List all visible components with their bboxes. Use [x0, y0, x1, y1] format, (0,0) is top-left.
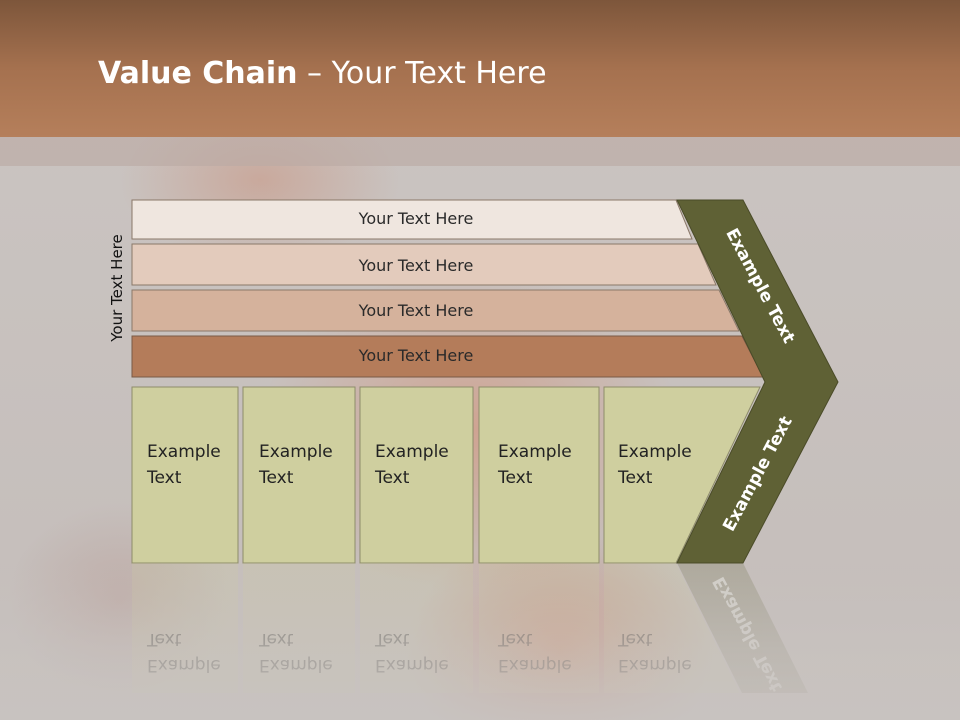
bar-3[interactable]	[131, 289, 740, 332]
box-2-reflection: Example Text	[259, 626, 333, 678]
box-5-reflection-line1: Example	[618, 655, 692, 675]
box-4-line1: Example	[498, 442, 572, 462]
box-2-reflection-line2: Text	[259, 629, 294, 649]
bar-1[interactable]	[131, 199, 693, 240]
box-5-line1: Example	[618, 442, 692, 462]
box-2-line1: Example	[259, 442, 333, 462]
bar-3-label: Your Text Here	[358, 301, 474, 320]
header-bar	[0, 0, 960, 137]
box-5-reflection-line2: Text	[618, 629, 653, 649]
box-3-reflection: Example Text	[375, 626, 449, 678]
box-5-line2: Text	[618, 468, 653, 488]
box-3-line1: Example	[375, 442, 449, 462]
box-1-line1: Example	[147, 442, 221, 462]
box-1-reflection-line1: Example	[147, 655, 221, 675]
box-4-reflection-line2: Text	[498, 629, 533, 649]
box-4-reflection: Example Text	[498, 626, 572, 678]
header-band	[0, 137, 960, 166]
box-3-line2: Text	[375, 468, 410, 488]
box-1-reflection-line2: Text	[147, 629, 182, 649]
box-4[interactable]	[478, 386, 600, 564]
box-1-reflection: Example Text	[147, 626, 221, 678]
bar-2-label: Your Text Here	[358, 256, 474, 275]
box-5-reflection: Example Text	[618, 626, 692, 678]
bar-2[interactable]	[131, 243, 717, 286]
bar-4-label: Your Text Here	[358, 346, 474, 365]
box-1-line2: Text	[147, 468, 182, 488]
title-rest: – Your Text Here	[297, 56, 547, 91]
title-bold: Value Chain	[98, 56, 298, 91]
box-1[interactable]	[131, 386, 239, 564]
slide-title: Value Chain – Your Text Here	[98, 52, 547, 96]
box-3-reflection-line1: Example	[375, 655, 449, 675]
box-3-reflection-line2: Text	[375, 629, 410, 649]
box-2-line2: Text	[259, 468, 294, 488]
box-3[interactable]	[359, 386, 474, 564]
bar-1-label: Your Text Here	[358, 209, 474, 228]
box-4-line2: Text	[498, 468, 533, 488]
box-2-reflection-line1: Example	[259, 655, 333, 675]
box-4-reflection-line1: Example	[498, 655, 572, 675]
box-2[interactable]	[242, 386, 356, 564]
